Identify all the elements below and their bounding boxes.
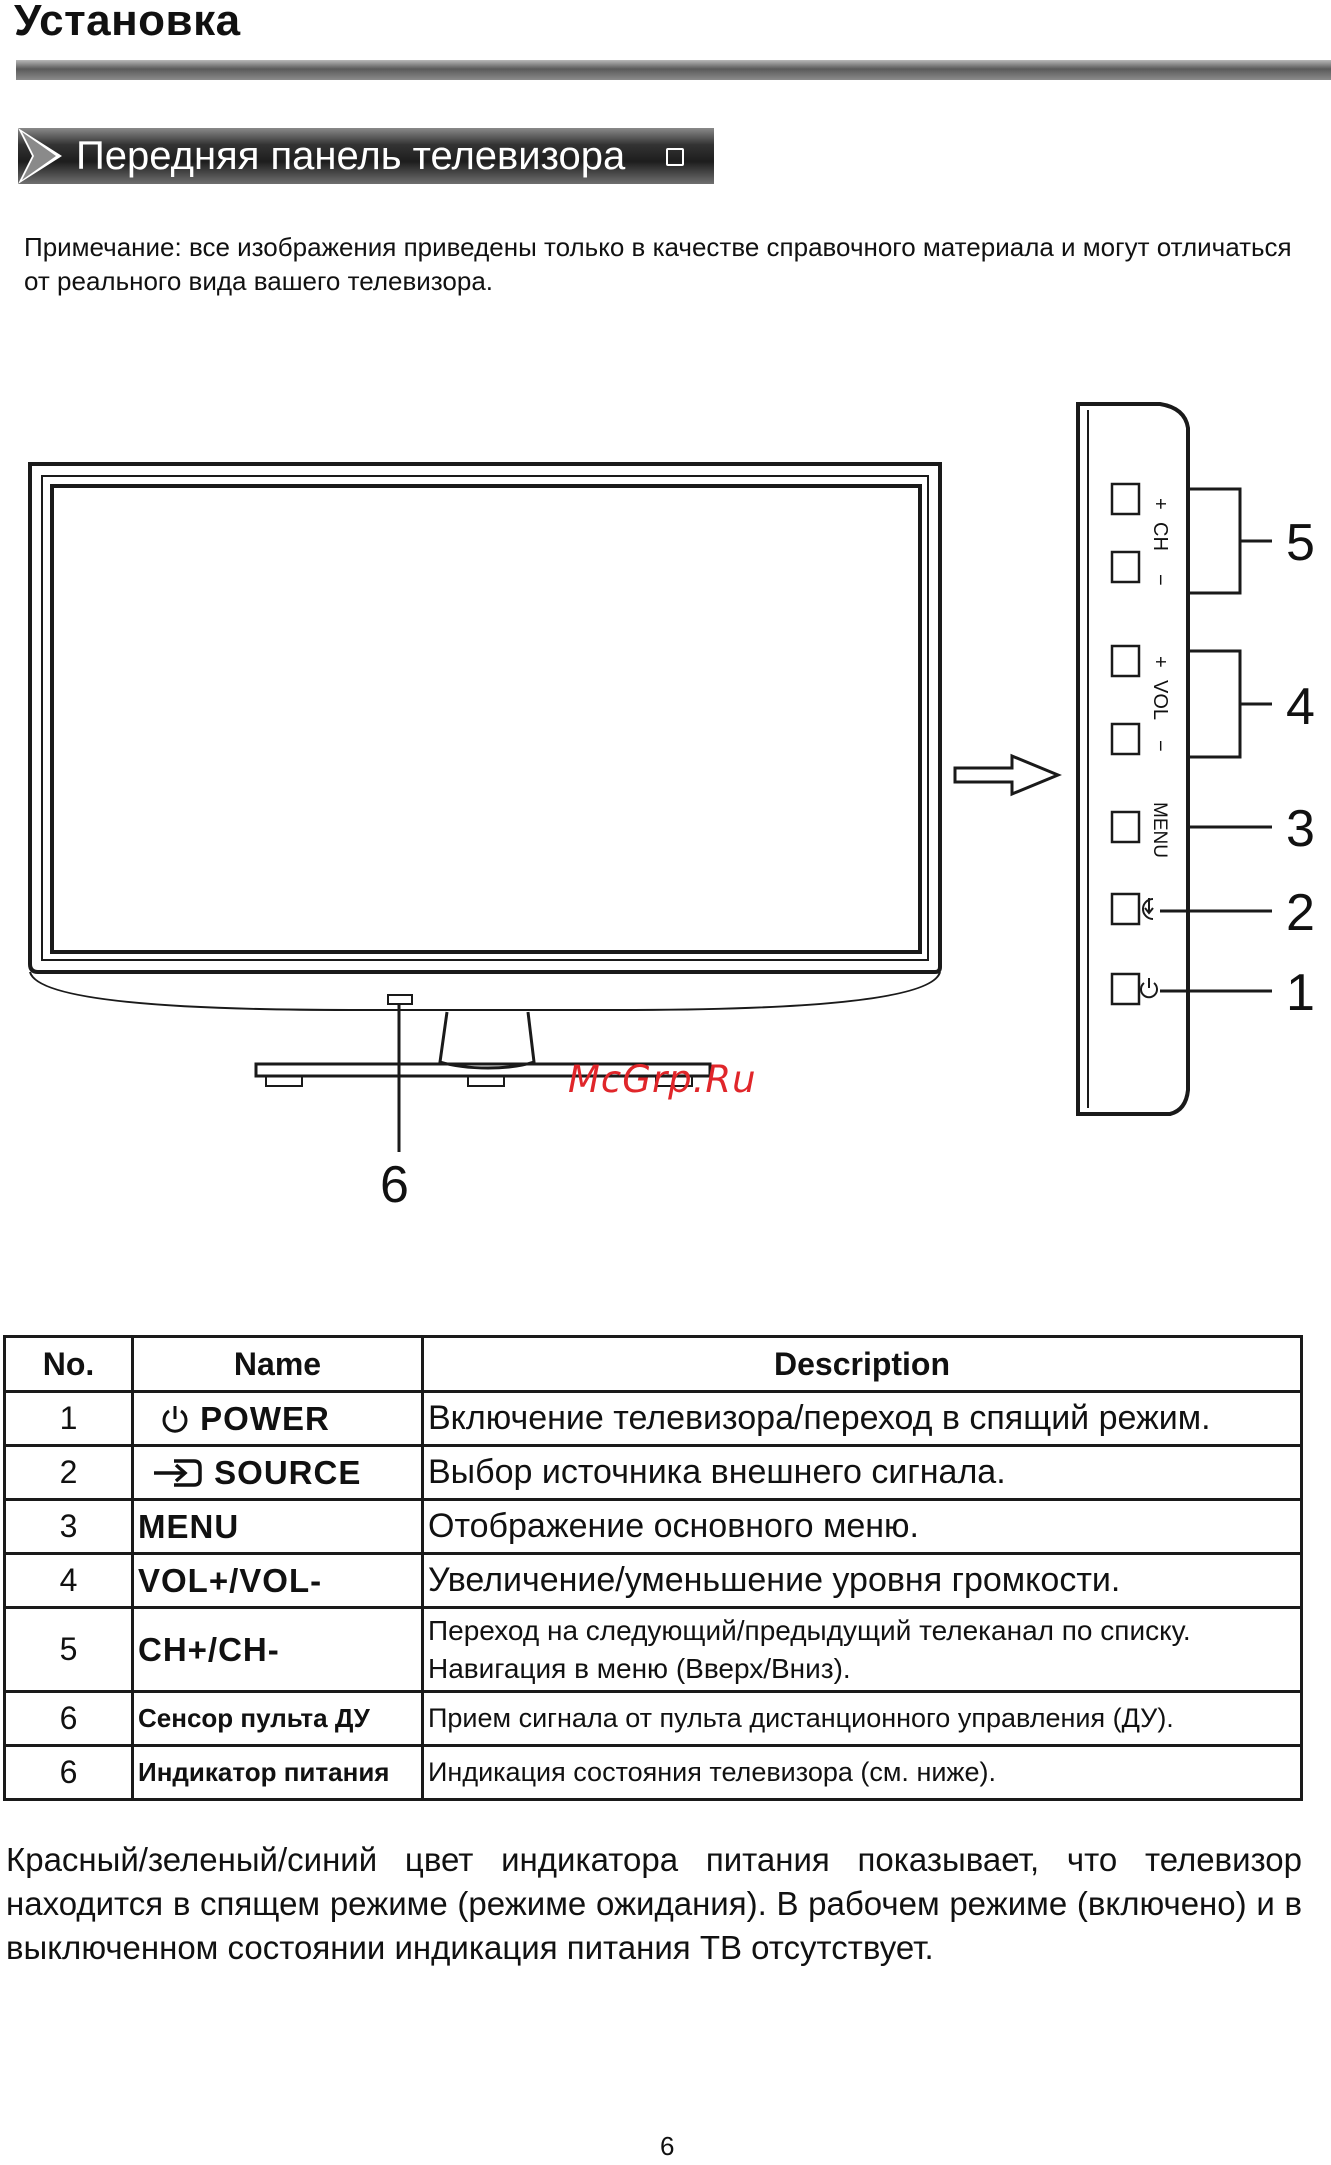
ch-label: CH (1149, 522, 1171, 551)
row-description: Отображение основного меню. (421, 1498, 1303, 1555)
callout-3: 3 (1286, 800, 1315, 858)
table-row: 2 SOURCE Выбор источника внешнего сигнал… (3, 1444, 1303, 1501)
row-name: CH+/CH- (131, 1606, 424, 1693)
title-rule (16, 60, 1331, 80)
row-no: 6 (3, 1744, 134, 1801)
arrow-right-icon (953, 753, 1062, 797)
vol-minus-label: − (1149, 740, 1171, 752)
footer-paragraph: Красный/зеленый/синий цвет индикатора пи… (6, 1841, 1302, 1966)
table-header-row: No. Name Description (3, 1335, 1303, 1393)
row-no: 3 (3, 1498, 134, 1555)
section-title: Передняя панель телевизора (76, 134, 626, 178)
row-name-text: SOURCE (214, 1453, 362, 1491)
row-name: MENU (131, 1498, 424, 1555)
row-no: 2 (3, 1444, 134, 1501)
note-text: Примечание: все изображения приведены то… (24, 232, 1292, 296)
power-icon (1140, 978, 1158, 999)
row-description: Прием сигнала от пульта дистанционного у… (421, 1690, 1303, 1747)
spec-table: No. Name Description 1 POWER Включение т… (3, 1335, 1303, 1801)
table-row: 6 Сенсор пульта ДУ Прием сигнала от пуль… (3, 1690, 1303, 1747)
ch-plus-label: + (1149, 498, 1171, 510)
callout-1: 1 (1286, 964, 1315, 1022)
menu-label: MENU (1149, 802, 1170, 858)
row-name: POWER (131, 1390, 424, 1447)
table-row: 4 VOL+/VOL- Увеличение/уменьшение уровня… (3, 1552, 1303, 1609)
table-row: 1 POWER Включение телевизора/переход в с… (3, 1390, 1303, 1447)
page-title: Установка (14, 0, 241, 45)
watermark: McGrp.Ru (568, 1058, 757, 1101)
tv-front-panel-diagram: 6 + CH − + VOL − MENU (28, 402, 1315, 1214)
row-name: Индикатор питания (131, 1744, 424, 1801)
source-icon (1142, 898, 1154, 920)
ch-minus-label: − (1149, 574, 1171, 586)
chevron-right-icon (18, 128, 62, 184)
header-no: No. (3, 1335, 134, 1393)
callout-5: 5 (1286, 514, 1315, 572)
table-row: 6 Индикатор питания Индикация состояния … (3, 1744, 1303, 1801)
row-description: Увеличение/уменьшение уровня громкости. (421, 1552, 1303, 1609)
row-description: Индикация состояния телевизора (см. ниже… (421, 1744, 1303, 1801)
table-row: 3 MENU Отображение основного меню. (3, 1498, 1303, 1555)
row-name: SOURCE (131, 1444, 424, 1501)
vol-label: VOL (1149, 680, 1171, 720)
power-icon (162, 1405, 188, 1433)
section-banner: Передняя панель телевизора (18, 128, 714, 184)
row-no: 4 (3, 1552, 134, 1609)
vol-plus-label: + (1149, 656, 1171, 668)
side-control-panel (1076, 402, 1190, 1116)
source-icon (154, 1458, 202, 1487)
row-no: 1 (3, 1390, 134, 1447)
row-description: Включение телевизора/переход в спящий ре… (421, 1390, 1303, 1447)
header-name: Name (131, 1335, 424, 1393)
row-description: Переход на следующий/предыдущий телекана… (421, 1606, 1303, 1693)
callout-2: 2 (1286, 884, 1315, 942)
square-bullet-icon (666, 148, 684, 166)
row-name-text: POWER (200, 1399, 330, 1437)
row-no: 5 (3, 1606, 134, 1693)
row-name: Сенсор пульта ДУ (131, 1690, 424, 1747)
table-row: 5 CH+/CH- Переход на следующий/предыдущи… (3, 1606, 1303, 1693)
row-no: 6 (3, 1690, 134, 1747)
header-description: Description (421, 1335, 1303, 1393)
page-number: 6 (660, 2131, 675, 2161)
row-name: VOL+/VOL- (131, 1552, 424, 1609)
callout-6: 6 (380, 1156, 409, 1214)
callout-4: 4 (1286, 678, 1315, 736)
tv-illustration (28, 462, 942, 1152)
row-description: Выбор источника внешнего сигнала. (421, 1444, 1303, 1501)
